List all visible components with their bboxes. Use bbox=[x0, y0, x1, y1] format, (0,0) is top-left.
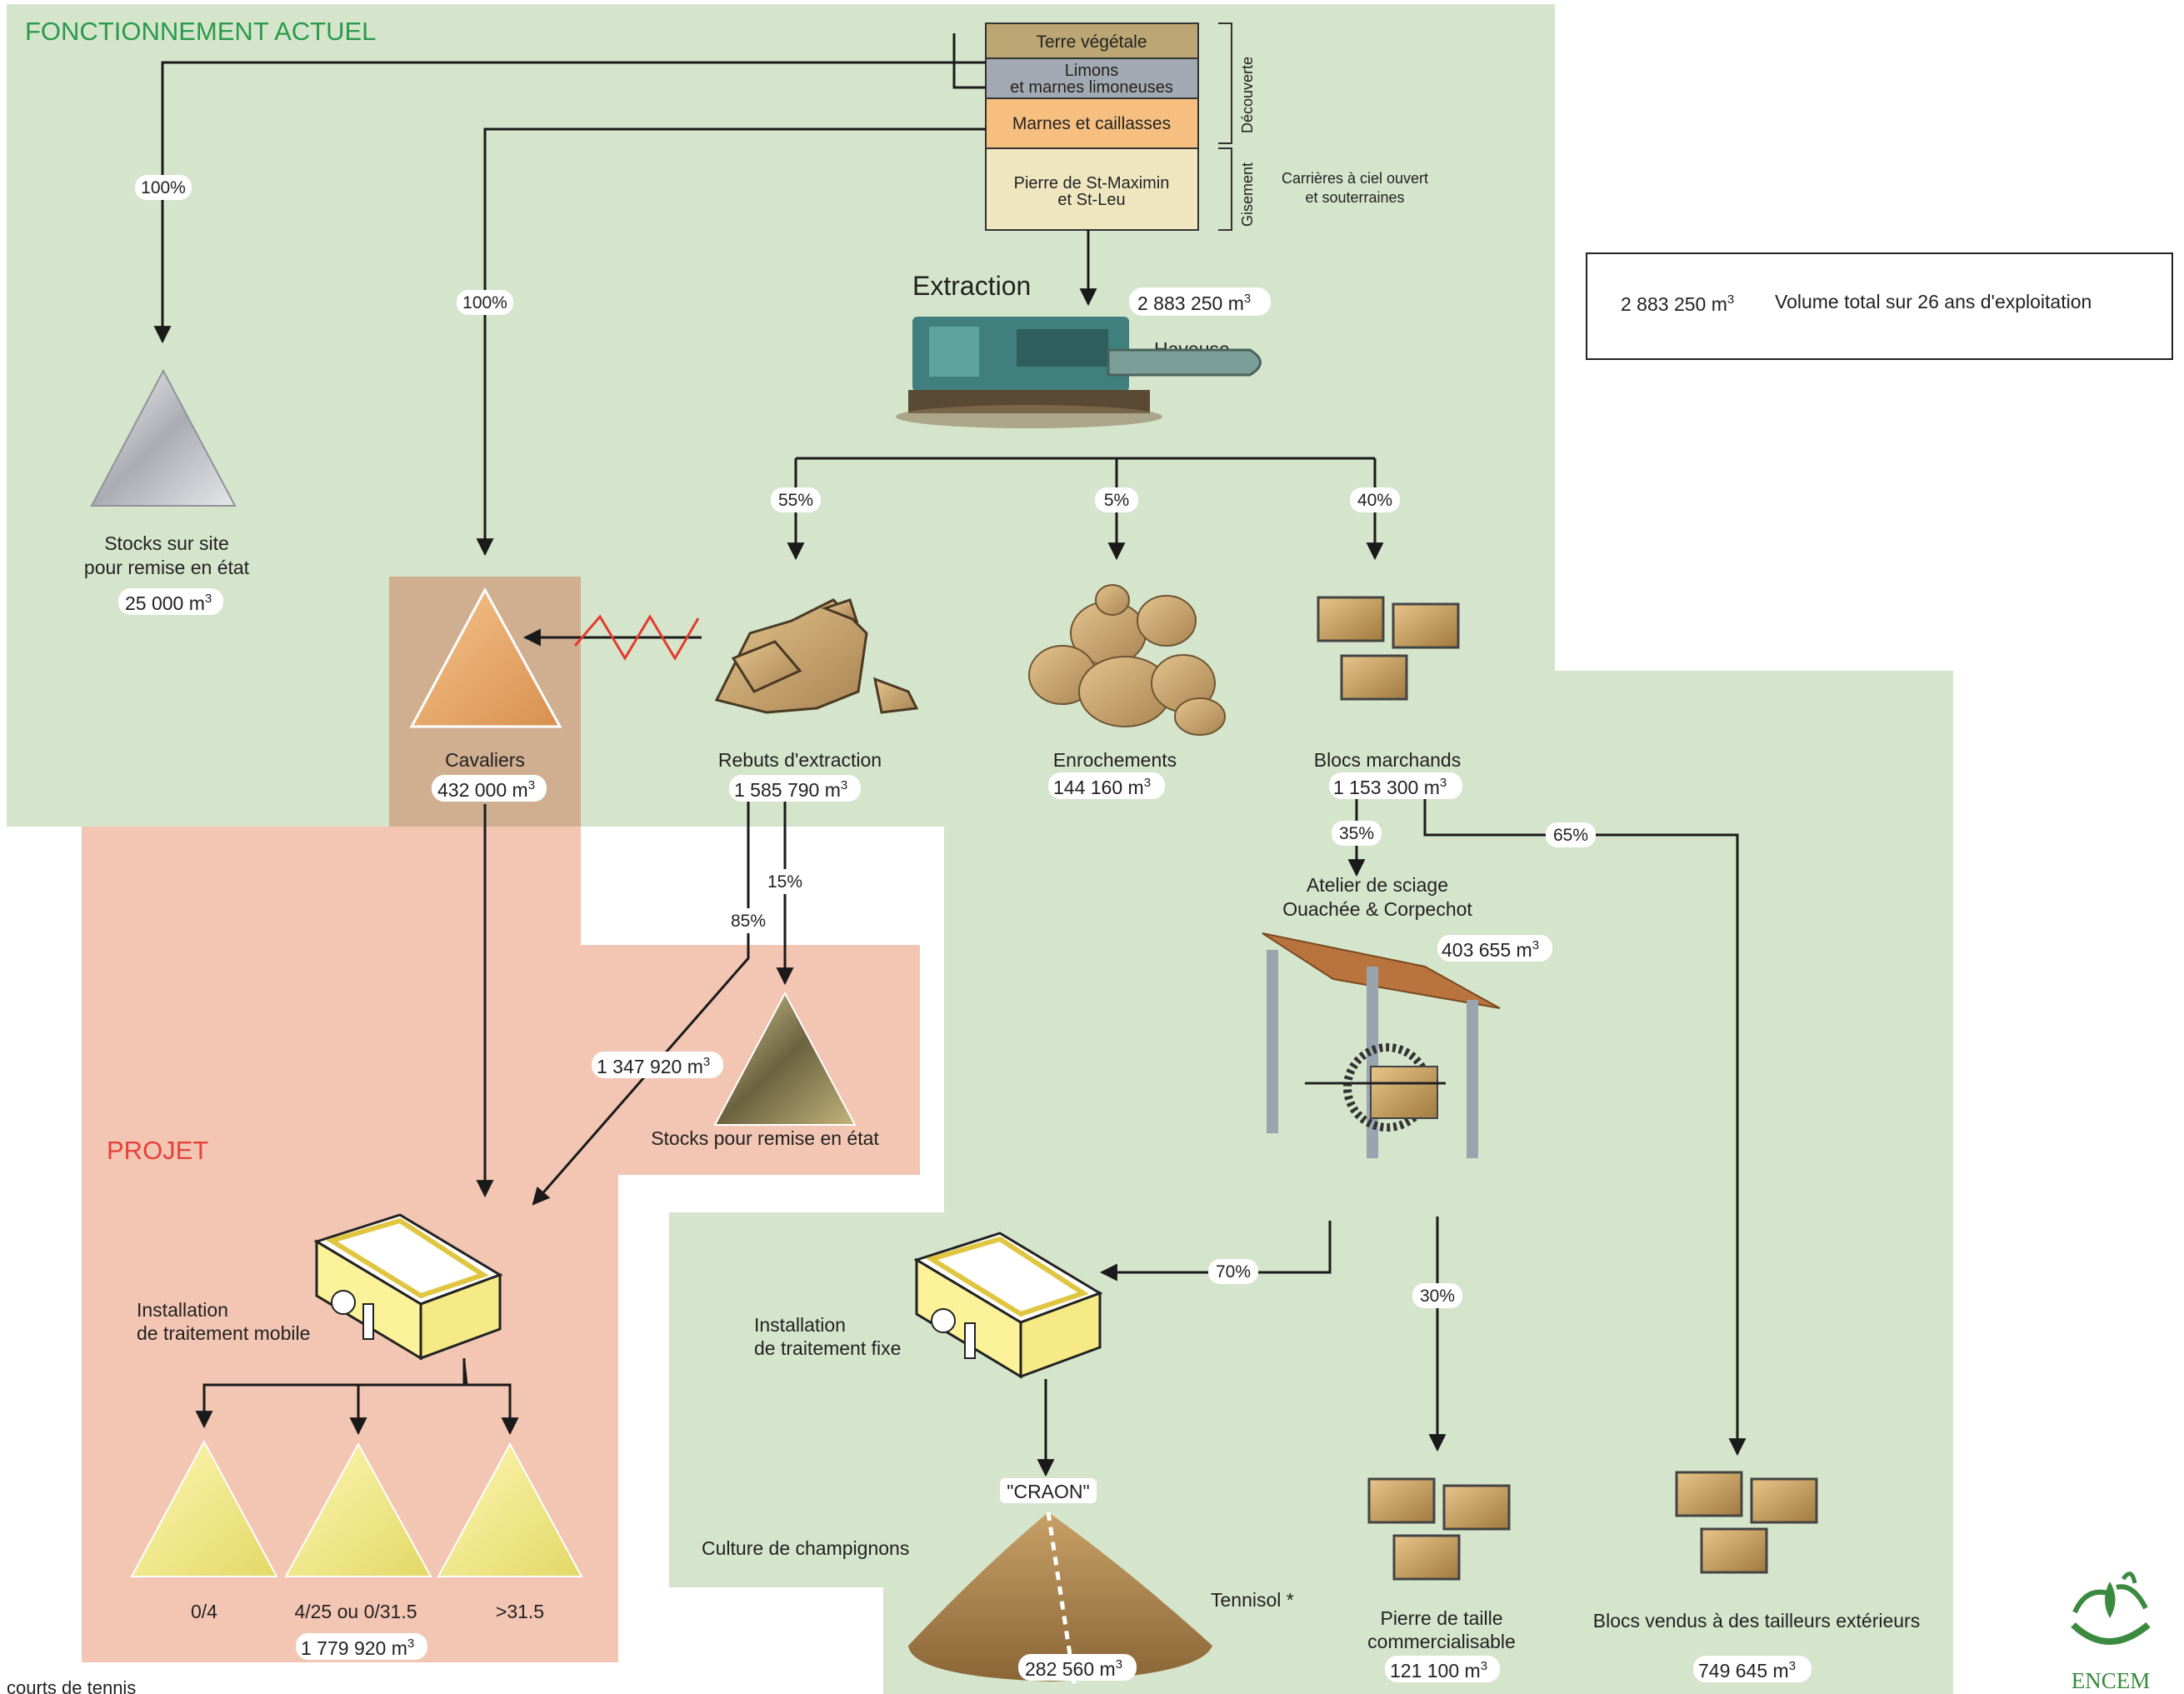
logo-text: ENCEM bbox=[2072, 1668, 2151, 1693]
champignons-label: Culture de champignons bbox=[702, 1537, 909, 1559]
current-zone-green bbox=[7, 4, 1953, 1694]
craon-volume: 282 560 m3 bbox=[1025, 1657, 1122, 1680]
cavaliers-volume: 432 000 m3 bbox=[437, 778, 535, 801]
layer-label-limons-2: et marnes limoneuses bbox=[1010, 78, 1173, 97]
extraction-volume: 2 883 250 m3 bbox=[1137, 292, 1251, 314]
legend-text: Volume total sur 26 ans d'exploitation bbox=[1775, 291, 2092, 312]
mobile-label-2: de traitement mobile bbox=[137, 1322, 310, 1344]
pct-100-mid: 100% bbox=[462, 293, 507, 312]
line-rebuts-85 bbox=[532, 796, 750, 1206]
layer-marnes bbox=[985, 97, 1199, 149]
vendus-volume: 749 645 m3 bbox=[1698, 1659, 1796, 1682]
layer-label-terre: Terre végétale bbox=[1036, 32, 1147, 52]
stocks-site-label-2: pour remise en état bbox=[84, 557, 250, 578]
blocs-volume: 1 153 300 m3 bbox=[1333, 776, 1447, 798]
cavaliers-label: Cavaliers bbox=[445, 749, 525, 771]
fixed-plant-illustration bbox=[913, 1232, 1103, 1379]
pct-85: 85% bbox=[731, 912, 766, 931]
layer-label-pierre-2: et St-Leu bbox=[1057, 191, 1125, 209]
stocks-site-pile bbox=[90, 368, 237, 507]
pct-40: 40% bbox=[1357, 491, 1392, 510]
project-section-title: PROJET bbox=[107, 1136, 208, 1165]
percent-pills: 100% 100% 55% 5% 40% 15% 85% 35% 65% 70%… bbox=[135, 175, 1596, 1308]
current-section-title: FONCTIONNEMENT ACTUEL bbox=[25, 17, 376, 46]
product-label-0-4: 0/4 bbox=[191, 1601, 217, 1622]
pct-65: 65% bbox=[1553, 826, 1588, 845]
blocs-vendus-boxes bbox=[1675, 1471, 1818, 1574]
product-pile-0-4 bbox=[130, 1439, 278, 1577]
gisement-label: Gisement bbox=[1239, 162, 1256, 227]
stocks-remise-volume: 1 347 920 m3 bbox=[597, 1055, 710, 1077]
mobile-plant-illustration bbox=[313, 1213, 503, 1361]
zigzag-separator bbox=[573, 614, 700, 661]
decouverte-label: Découverte bbox=[1239, 57, 1256, 133]
quarry-note-2: et souterraines bbox=[1305, 189, 1404, 206]
pct-70: 70% bbox=[1216, 1262, 1251, 1282]
strata-column: Terre végétale Limons et marnes limoneus… bbox=[985, 22, 1428, 231]
craon-sand-cone bbox=[908, 1512, 1212, 1682]
legend-volume: 2 883 250 m3 bbox=[1621, 292, 1734, 315]
line-mobile-product-2 bbox=[349, 1383, 464, 1436]
layer-label-marnes: Marnes et caillasses bbox=[1012, 114, 1171, 133]
pct-30: 30% bbox=[1420, 1287, 1455, 1306]
vendus-label: Blocs vendus à des tailleurs extérieurs bbox=[1593, 1610, 1920, 1632]
stocks-site-volume: 25 000 m3 bbox=[125, 592, 212, 614]
pierre-taille-boxes bbox=[1367, 1477, 1511, 1581]
pierre-label-2: commercialisable bbox=[1367, 1631, 1516, 1652]
blocs-marchands-boxes bbox=[1317, 596, 1460, 701]
extraction-title: Extraction bbox=[912, 271, 1031, 301]
stocks-remise-pile bbox=[713, 991, 857, 1126]
line-atelier-70 bbox=[1099, 1221, 1332, 1282]
line-decouverte-to-stocks bbox=[162, 33, 986, 342]
products-volume: 1 779 920 m3 bbox=[301, 1637, 414, 1659]
layer-pierre bbox=[985, 147, 1199, 231]
line-mobile-product-3 bbox=[462, 1362, 519, 1436]
craon-label: "CRAON" bbox=[1007, 1481, 1089, 1502]
line-marnes-to-cavaliers bbox=[476, 127, 986, 557]
fixe-label-2: de traitement fixe bbox=[754, 1337, 901, 1359]
layer-label-pierre-1: Pierre de St-Maximin bbox=[1014, 174, 1170, 192]
decouverte-bracket bbox=[1218, 22, 1232, 144]
enrochements-boulders-illustration bbox=[1028, 584, 1226, 736]
pct-5: 5% bbox=[1104, 491, 1129, 510]
stocks-site-label-1: Stocks sur site bbox=[104, 532, 229, 554]
pierre-volume: 121 100 m3 bbox=[1390, 1659, 1487, 1682]
rebuts-volume: 1 585 790 m3 bbox=[734, 778, 847, 801]
encem-logo: ENCEM bbox=[2071, 1572, 2151, 1693]
rebuts-rubble-illustration bbox=[714, 598, 919, 714]
blocs-label: Blocs marchands bbox=[1314, 749, 1461, 771]
project-zone-pink bbox=[82, 577, 920, 1662]
pct-55: 55% bbox=[778, 491, 813, 510]
atelier-volume: 403 655 m3 bbox=[1442, 938, 1539, 961]
pct-35: 35% bbox=[1339, 824, 1374, 843]
fixe-label-1: Installation bbox=[754, 1314, 846, 1336]
sawmill-illustration bbox=[1262, 932, 1501, 1158]
layer-label-limons-1: Limons bbox=[1065, 62, 1118, 80]
mobile-label-1: Installation bbox=[137, 1299, 228, 1321]
haveuse-machine-illustration bbox=[896, 317, 1262, 428]
pierre-label-1: Pierre de taille bbox=[1380, 1607, 1502, 1629]
tennisol-label: Tennisol * bbox=[1211, 1589, 1294, 1611]
quarry-note-1: Carrières à ciel ouvert bbox=[1282, 170, 1428, 187]
layer-limons bbox=[985, 57, 1199, 99]
pct-15: 15% bbox=[767, 872, 802, 892]
legend-box: 2 883 250 m3 Volume total sur 26 ans d'e… bbox=[1586, 252, 2173, 360]
atelier-label-2: Ouachée & Corpechot bbox=[1282, 898, 1472, 920]
stocks-remise-label: Stocks pour remise en état bbox=[651, 1127, 879, 1149]
layer-terre bbox=[985, 22, 1199, 59]
product-pile-31-5 bbox=[437, 1442, 583, 1577]
cavaliers-pile bbox=[409, 587, 562, 728]
product-label-31-5: >31.5 bbox=[496, 1601, 544, 1622]
product-pile-4-25 bbox=[284, 1442, 432, 1577]
pct-100-left: 100% bbox=[141, 178, 186, 197]
enrochements-volume: 144 160 m3 bbox=[1053, 776, 1151, 798]
atelier-label-1: Atelier de sciage bbox=[1307, 874, 1448, 896]
enrochements-label: Enrochements bbox=[1053, 749, 1177, 771]
rebuts-label: Rebuts d'extraction bbox=[718, 749, 882, 771]
gisement-bracket bbox=[1218, 147, 1232, 231]
footnote-text: courts de tennis bbox=[7, 1677, 136, 1694]
product-label-4-25: 4/25 ou 0/31.5 bbox=[294, 1601, 417, 1622]
